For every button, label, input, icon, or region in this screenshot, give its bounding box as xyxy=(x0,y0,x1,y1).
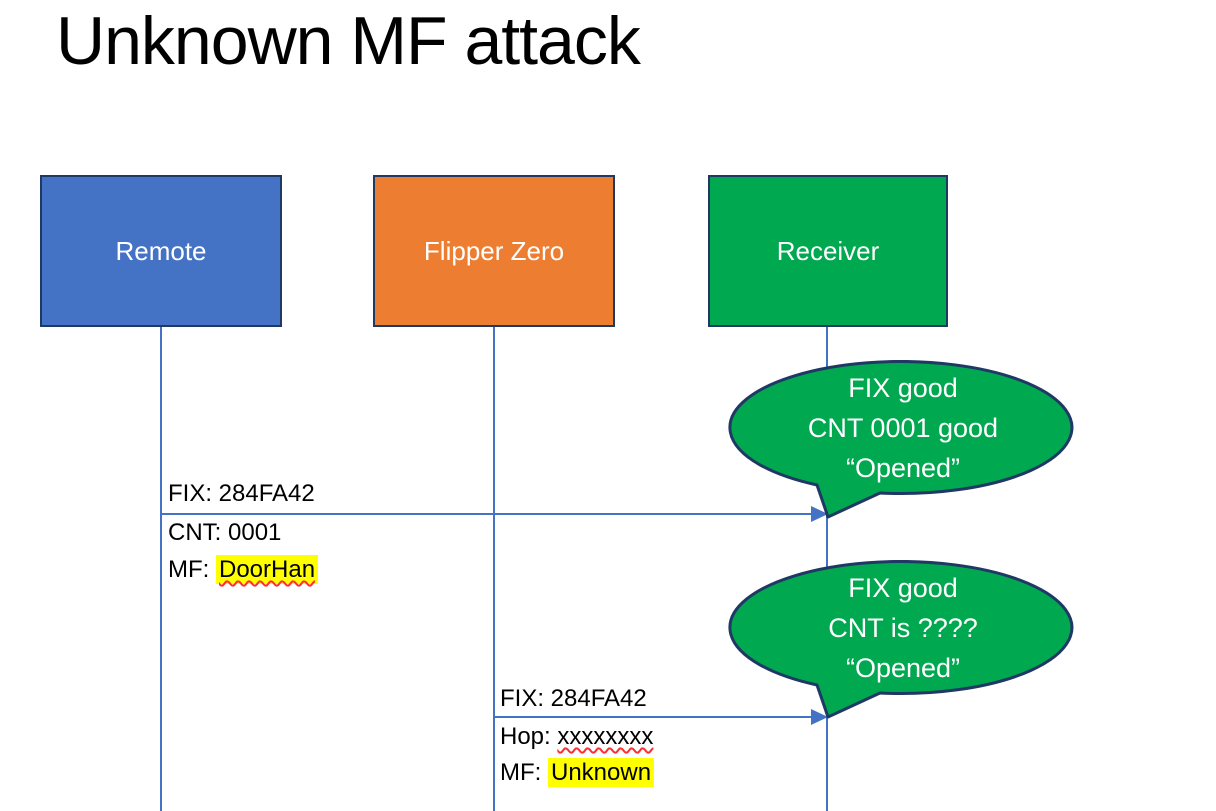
bubble1-line1: FIX good xyxy=(848,373,958,403)
message1-fix-label: FIX: 284FA42 xyxy=(168,480,315,507)
speech-bubble-1: FIX good CNT 0001 good “Opened” xyxy=(725,360,1081,532)
speech-bubble-2-shape xyxy=(728,560,1074,719)
actor-label-flipper-zero: Flipper Zero xyxy=(423,235,565,266)
speech-bubble-1-text: FIX good CNT 0001 good “Opened” xyxy=(745,368,1061,488)
message2-arrow-line xyxy=(494,716,812,718)
message1-arrow-head-icon xyxy=(811,506,828,522)
message1-cnt-label: CNT: 0001 xyxy=(168,519,282,546)
bubble2-line3: “Opened” xyxy=(845,653,961,683)
speech-bubble-1-outline xyxy=(728,360,1074,519)
actor-label-receiver: Receiver xyxy=(776,235,880,266)
speech-bubble-1-shape xyxy=(728,360,1074,519)
message2-hop-label: Hop: xxxxxxxx xyxy=(500,723,653,751)
lifeline-flipper-zero xyxy=(493,327,495,811)
actor-label-remote: Remote xyxy=(115,235,207,266)
message2-mf-prefix: MF: xyxy=(500,759,548,786)
message1-arrow-line xyxy=(161,513,812,515)
bubble1-line3: “Opened” xyxy=(845,453,961,483)
bubble2-line2: CNT is ???? xyxy=(828,613,978,643)
actor-box-flipper-zero: Flipper Zero xyxy=(373,175,615,327)
actor-box-remote: Remote xyxy=(40,175,282,327)
message2-mf-label: MF: Unknown xyxy=(500,758,655,787)
lifeline-remote xyxy=(160,327,162,811)
speech-bubble-2-outline xyxy=(728,560,1074,719)
actor-box-receiver: Receiver xyxy=(708,175,948,327)
page-title: Unknown MF attack xyxy=(56,3,641,79)
message1-mf-label: MF: DoorHan xyxy=(168,555,319,584)
bubble1-line2: CNT 0001 good xyxy=(807,413,999,443)
message1-mf-prefix: MF: xyxy=(168,556,216,583)
bubble2-line1: FIX good xyxy=(848,573,958,603)
message1-mf-value-highlighted: DoorHan xyxy=(216,555,319,584)
message2-hop-value: xxxxxxxx xyxy=(557,723,654,750)
message2-hop-prefix: Hop: xyxy=(500,723,558,750)
message2-fix-label: FIX: 284FA42 xyxy=(500,685,647,712)
message2-arrow-head-icon xyxy=(811,709,828,725)
message2-mf-value-highlighted: Unknown xyxy=(548,758,655,787)
speech-bubble-2: FIX good CNT is ???? “Opened” xyxy=(725,560,1081,732)
speech-bubble-2-text: FIX good CNT is ???? “Opened” xyxy=(745,568,1061,688)
